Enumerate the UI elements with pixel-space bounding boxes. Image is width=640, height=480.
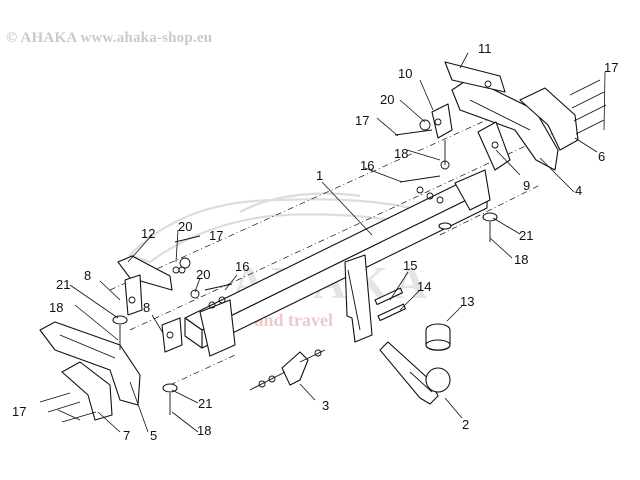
leader-lines [57, 52, 606, 433]
label-part-17-mid-left: 17 [209, 228, 223, 243]
label-part-20-left-mid: 20 [196, 267, 210, 282]
label-part-20-left-top: 20 [178, 219, 192, 234]
label-part-7: 7 [123, 428, 130, 443]
label-part-21-right: 21 [519, 228, 533, 243]
part-number-labels: 1 2 3 4 5 6 7 8 8 9 10 11 12 13 14 15 16… [12, 41, 618, 443]
label-part-8-center: 8 [143, 300, 150, 315]
label-part-8-left: 8 [84, 268, 91, 283]
label-part-9: 9 [523, 178, 530, 193]
label-part-17-left-bottom: 17 [12, 404, 26, 419]
label-part-16-right: 16 [360, 158, 374, 173]
neck-bolts [374, 287, 407, 322]
label-part-13: 13 [460, 294, 474, 309]
label-part-5: 5 [150, 428, 157, 443]
label-part-17-mid-right: 17 [355, 113, 369, 128]
label-part-11: 11 [478, 41, 492, 56]
label-part-4: 4 [575, 183, 582, 198]
label-part-18-left: 18 [49, 300, 63, 315]
ball-cap [425, 323, 451, 351]
right-side-bolts [394, 79, 607, 242]
label-part-15: 15 [403, 258, 417, 273]
left-side-bolts [39, 235, 233, 423]
right-side-brackets [431, 61, 579, 171]
tow-ball-neck [379, 341, 451, 405]
left-side-brackets [39, 255, 183, 421]
label-part-6: 6 [598, 149, 605, 164]
label-part-18-right-bottom: 18 [514, 252, 528, 267]
label-part-2: 2 [462, 417, 469, 432]
label-part-21-bottom: 21 [198, 396, 212, 411]
label-part-3: 3 [322, 398, 329, 413]
label-part-18-right-top: 18 [394, 146, 408, 161]
assembly-centre-lines [109, 104, 561, 386]
label-part-20-right: 20 [380, 92, 394, 107]
label-part-10: 10 [398, 66, 412, 81]
label-part-17-right: 17 [604, 60, 618, 75]
label-part-1: 1 [316, 168, 323, 183]
label-part-18-left-bottom: 18 [197, 423, 211, 438]
copyright-watermark: © AHAKA www.ahaka-shop.eu [6, 30, 213, 46]
main-cross-beam [184, 169, 491, 357]
label-part-21-left: 21 [56, 277, 70, 292]
electric-socket-plate [249, 349, 326, 391]
label-part-14: 14 [417, 279, 431, 294]
label-part-16-left: 16 [235, 259, 249, 274]
label-part-12: 12 [141, 226, 155, 241]
